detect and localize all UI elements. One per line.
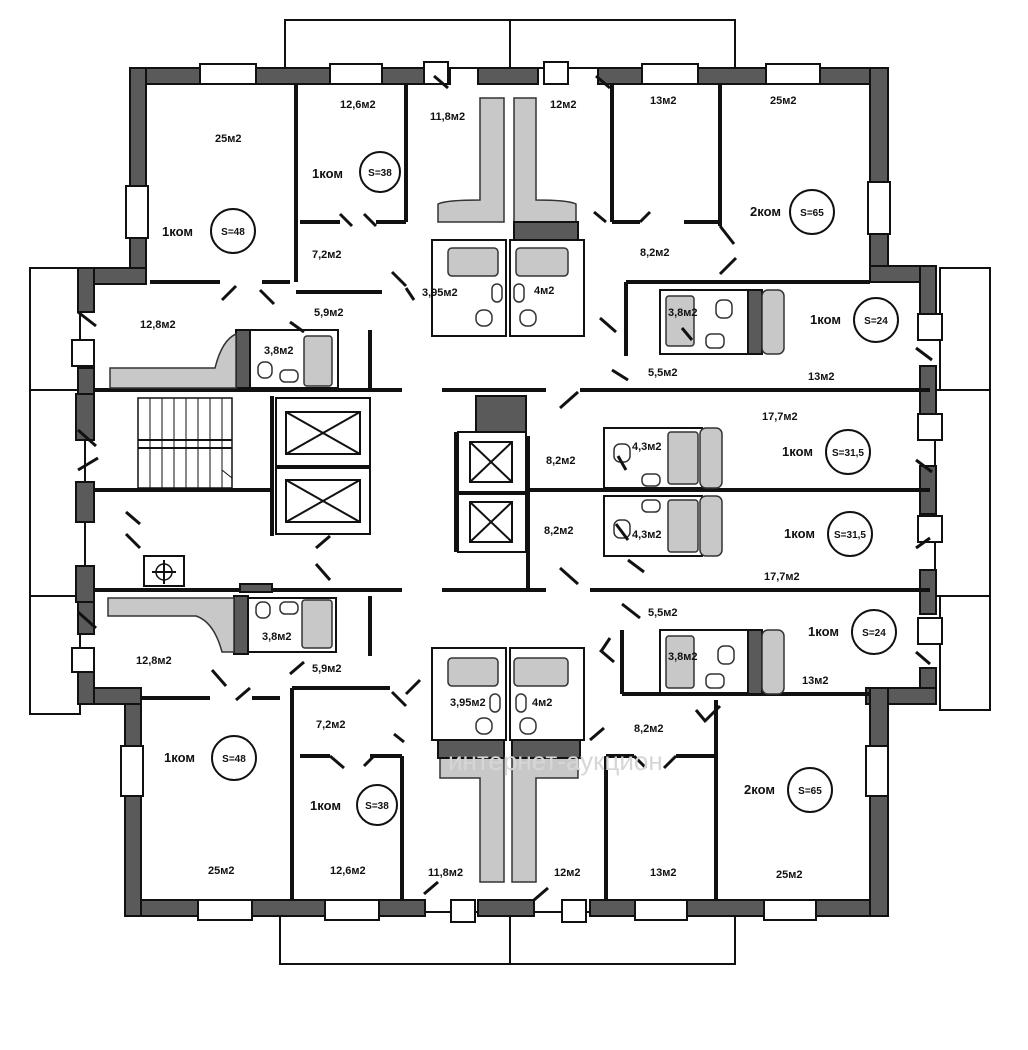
room-area: 3,8м2	[264, 345, 294, 357]
apartment-total: S=38	[368, 168, 392, 179]
windows	[71, 61, 943, 923]
room-area: 8,2м2	[634, 723, 664, 735]
room-area: 11,8м2	[428, 867, 463, 879]
apartment-total-badge	[359, 151, 401, 193]
room-area: 25м2	[208, 865, 235, 877]
room-area: 3,95м2	[450, 697, 486, 709]
apartment-label: 1ком S=38	[310, 784, 398, 826]
apartment-total-badge	[211, 735, 257, 781]
apartment-total-badge	[827, 511, 873, 557]
room-area: 3,8м2	[668, 651, 698, 663]
room-area: 13м2	[650, 95, 677, 107]
room-area: 12,6м2	[330, 865, 366, 877]
room-area: 5,5м2	[648, 367, 678, 379]
apartment-total-badge	[210, 208, 256, 254]
apartment-total: S=48	[222, 754, 246, 765]
room-area: 25м2	[215, 133, 242, 145]
apartment-total-badge	[825, 429, 871, 475]
kitchen-counters	[107, 97, 581, 883]
room-area: 25м2	[770, 95, 797, 107]
apartment-label: 1ком S=24	[810, 297, 899, 343]
apartment-type: 1ком	[312, 166, 343, 181]
garbage-chute	[143, 555, 185, 587]
apartment-type: 1ком	[162, 224, 193, 239]
apartment-total-badge	[789, 189, 835, 235]
apartment-label: 1ком S=38	[312, 151, 401, 193]
apartment-total-badge	[787, 767, 833, 813]
apartment-type: 1ком	[782, 444, 813, 459]
room-area: 13м2	[650, 867, 677, 879]
apartment-label: 2ком S=65	[750, 189, 835, 235]
apartment-type: 1ком	[784, 526, 815, 541]
apartment-total: S=24	[862, 628, 886, 639]
apartment-total: S=31,5	[834, 530, 866, 541]
room-area: 7,2м2	[312, 249, 342, 261]
room-area: 4,3м2	[632, 441, 662, 453]
apartment-labels: 1ком S=48 1ком S=38 2ком S=65 1ком S=24 …	[162, 151, 899, 826]
apartment-label: 1ком S=24	[808, 609, 897, 655]
room-area: 3,8м2	[262, 631, 292, 643]
apartment-label: 1ком S=48	[162, 208, 256, 254]
room-area: 12м2	[550, 99, 577, 111]
room-area: 12,8м2	[140, 319, 176, 331]
doors	[77, 74, 933, 902]
room-areas: 25м2 12,6м2 11,8м2 12м2 13м2 25м2 7,2м2 …	[136, 95, 835, 881]
room-area: 11,8м2	[430, 111, 465, 123]
apartment-type: 1ком	[310, 798, 341, 813]
apartment-total: S=38	[365, 801, 389, 812]
room-area: 4м2	[534, 285, 554, 297]
apartment-type: 1ком	[164, 750, 195, 765]
room-area: 8,2м2	[544, 525, 574, 537]
room-area: 5,9м2	[312, 663, 342, 675]
room-area: 7,2м2	[316, 719, 346, 731]
apartment-total-badge	[851, 609, 897, 655]
room-area: 8,2м2	[640, 247, 670, 259]
apartment-type: 1ком	[810, 312, 841, 327]
room-area: 12,8м2	[136, 655, 172, 667]
room-area: 3,95м2	[422, 287, 458, 299]
apartment-type: 2ком	[744, 782, 775, 797]
apartment-total: S=24	[864, 316, 888, 327]
apartment-total: S=65	[798, 786, 822, 797]
room-area: 3,8м2	[668, 307, 698, 319]
elevators	[275, 397, 527, 553]
room-area: 8,2м2	[546, 455, 576, 467]
apartment-total: S=48	[221, 227, 245, 238]
bathrooms	[233, 239, 785, 741]
apartment-type: 2ком	[750, 204, 781, 219]
watermark: интернет-аукцион	[448, 746, 663, 776]
apartment-label: 1ком S=31,5	[784, 511, 873, 557]
apartment-total-badge	[853, 297, 899, 343]
apartment-label: 1ком S=48	[164, 735, 257, 781]
room-area: 25м2	[776, 869, 803, 881]
room-area: 12,6м2	[340, 99, 376, 111]
room-area: 4,3м2	[632, 529, 662, 541]
room-area: 17,7м2	[762, 411, 798, 423]
room-area: 13м2	[802, 675, 829, 687]
apartment-label: 1ком S=31,5	[782, 429, 871, 475]
room-area: 13м2	[808, 371, 835, 383]
apartment-type: 1ком	[808, 624, 839, 639]
room-area: 5,9м2	[314, 307, 344, 319]
room-area: 12м2	[554, 867, 581, 879]
room-area: 17,7м2	[764, 571, 800, 583]
staircase	[137, 397, 233, 489]
room-area: 4м2	[532, 697, 552, 709]
apartment-total: S=31,5	[832, 448, 864, 459]
apartment-total-badge	[356, 784, 398, 826]
apartment-label: 2ком S=65	[744, 767, 833, 813]
room-area: 5,5м2	[648, 607, 678, 619]
apartment-total: S=65	[800, 208, 824, 219]
